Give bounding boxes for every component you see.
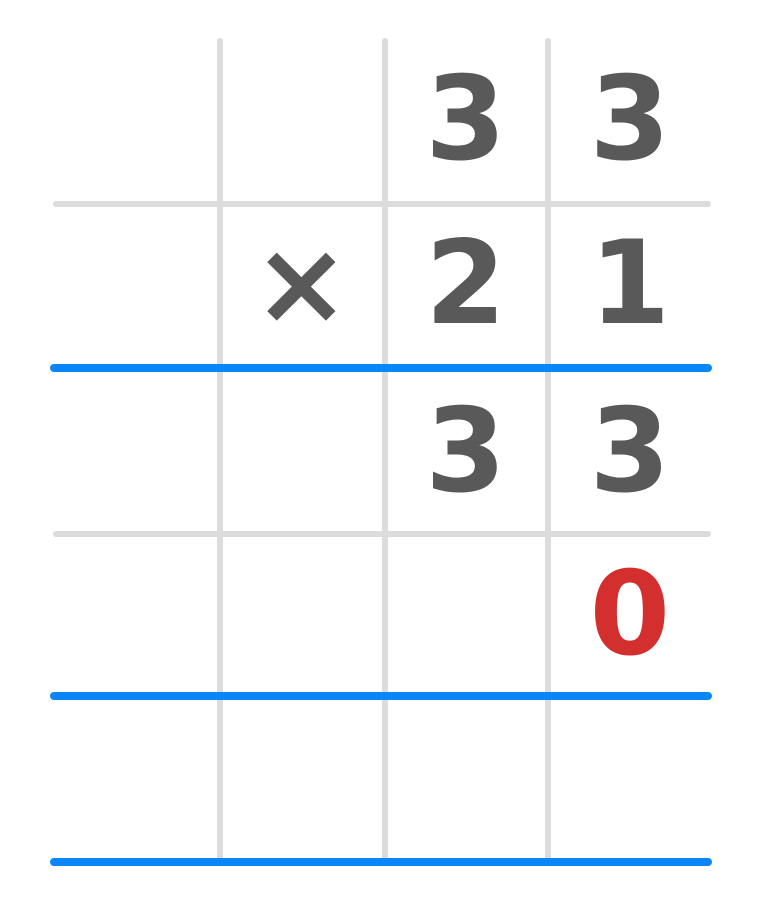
cell-final-thousands[interactable] — [55, 700, 219, 858]
grid-vline-3 — [545, 38, 551, 864]
answer-line-bottom — [50, 858, 712, 866]
cell-multiplicand-thousands — [55, 38, 219, 201]
answer-line-under-multiplier — [50, 364, 712, 372]
grid-vline-2 — [382, 38, 388, 864]
multiply-sign-icon: × — [252, 216, 350, 351]
partial-product-2-row: 0 — [55, 537, 712, 692]
cell-partial2-ones[interactable]: 0 — [589, 546, 671, 682]
cell-partial1-tens[interactable]: 3 — [425, 383, 506, 519]
cell-multiplier-blank — [55, 204, 219, 364]
partial-product-1-row: 3 3 — [55, 372, 712, 531]
cell-multiplicand-tens: 3 — [425, 51, 506, 187]
cell-partial2-tens[interactable] — [384, 537, 548, 692]
cell-final-ones[interactable] — [548, 700, 712, 858]
cell-partial1-thousands[interactable] — [55, 372, 219, 531]
cell-multiplicand-ones: 3 — [589, 51, 671, 187]
separator-line-under-partial-product-1 — [53, 531, 711, 537]
cell-multiplier-ones: 1 — [589, 216, 671, 351]
separator-line-under-multiplicand — [53, 201, 711, 207]
multiplier-row: × 2 1 — [55, 204, 712, 364]
cell-final-hundreds[interactable] — [219, 700, 383, 858]
grid-vline-1 — [217, 38, 223, 864]
cell-partial2-hundreds[interactable] — [219, 537, 383, 692]
final-product-row — [55, 700, 712, 858]
answer-line-under-partial-products — [50, 692, 712, 700]
cell-partial1-hundreds[interactable] — [219, 372, 383, 531]
cell-partial2-thousands[interactable] — [55, 537, 219, 692]
multiplicand-row: 3 3 — [55, 38, 712, 201]
cell-partial1-ones[interactable]: 3 — [589, 383, 671, 519]
cell-final-tens[interactable] — [384, 700, 548, 858]
cell-multiplicand-hundreds — [219, 38, 383, 201]
cell-multiplier-tens: 2 — [425, 216, 506, 351]
